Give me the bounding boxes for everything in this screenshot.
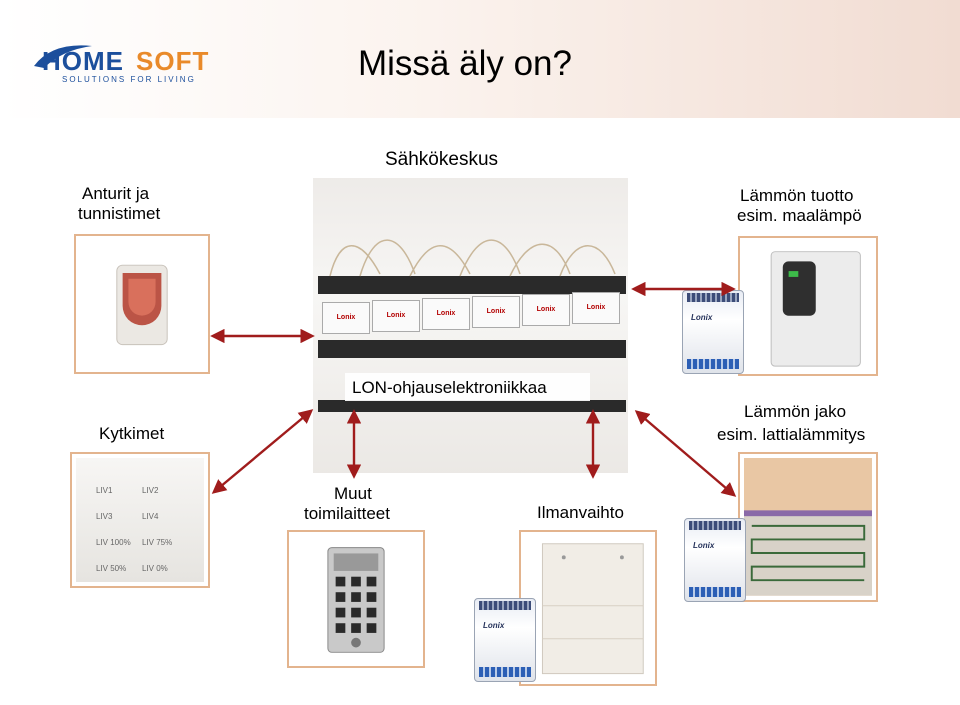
svg-text:SOFT: SOFT: [136, 46, 209, 76]
arrow-switches: [211, 409, 314, 494]
switch-button: LIV 50%: [96, 564, 127, 573]
arrow-heat-distribution: [634, 410, 737, 497]
ventilation-image-frame: [519, 530, 657, 686]
lonix-controller-image: Lonix: [474, 598, 536, 682]
lonix-module: Lonix: [472, 296, 520, 328]
heat-pump-icon: [770, 251, 861, 367]
label-sensors-line1: Anturit ja: [82, 184, 150, 203]
floor-heating-icon: [744, 458, 872, 596]
switch-button: LIV3: [96, 512, 113, 521]
slide-title: Missä äly on?: [358, 44, 572, 83]
label-lon-electronics: LON-ohjauselektroniikkaa: [352, 378, 547, 397]
lonix-module: Lonix: [522, 294, 570, 326]
keypad-icon: [327, 547, 385, 653]
panel-wiring: [329, 239, 616, 277]
din-rail: [318, 276, 626, 294]
label-heat-distribution-line1: Lämmön jako: [744, 402, 847, 421]
lonix-controller-image: Lonix: [684, 518, 746, 602]
lonix-module: Lonix: [572, 292, 620, 324]
label-actuators-line2: toimilaitteet: [304, 504, 390, 523]
label-central: Sähkökeskus: [385, 149, 499, 170]
switch-button: LIV4: [142, 512, 159, 521]
motion-sensor-icon: [116, 264, 168, 346]
sensor-image-frame: [74, 234, 210, 374]
lonix-controller-image: Lonix: [682, 290, 744, 374]
label-sensors-line2: tunnistimet: [78, 204, 161, 223]
switch-image-frame: LIV1 LIV2 LIV3 LIV4 LIV 100% LIV 75% LIV 50…: [70, 452, 210, 588]
floor-heating-image-frame: [738, 452, 878, 602]
switch-button: LIV1: [96, 486, 113, 495]
header-band: [0, 0, 960, 118]
switch-button: LIV2: [142, 486, 159, 495]
switch-button: LIV 100%: [96, 538, 131, 547]
label-heat-production-line2: esim. maalämpö: [737, 206, 862, 225]
label-ventilation: Ilmanvaihto: [537, 503, 624, 522]
lonix-module: Lonix: [322, 302, 370, 334]
lonix-module: Lonix: [372, 300, 420, 332]
switch-button: LIV 75%: [142, 538, 173, 547]
lonix-module: Lonix: [422, 298, 470, 330]
ventilation-unit-icon: [541, 543, 644, 675]
lon-label-background: [345, 373, 590, 401]
label-switches: Kytkimet: [99, 424, 165, 443]
label-heat-distribution-line2: esim. lattialämmitys: [717, 425, 866, 444]
label-actuators-line1: Muut: [334, 484, 372, 503]
heat-pump-image-frame: [738, 236, 878, 376]
svg-text:SOLUTIONS FOR LIVING: SOLUTIONS FOR LIVING: [62, 75, 196, 84]
label-heat-production-line1: Lämmön tuotto: [740, 186, 854, 205]
homesoft-logo: HOME SOFT SOLUTIONS FOR LIVING: [34, 45, 209, 84]
switch-panel: LIV1 LIV2 LIV3 LIV4 LIV 100% LIV 75% LIV 50…: [76, 458, 204, 582]
switch-button: LIV 0%: [142, 564, 168, 573]
svg-text:HOME: HOME: [42, 46, 124, 76]
keypad-image-frame: [287, 530, 425, 668]
din-rail: [318, 340, 626, 358]
din-rail: [318, 400, 626, 412]
